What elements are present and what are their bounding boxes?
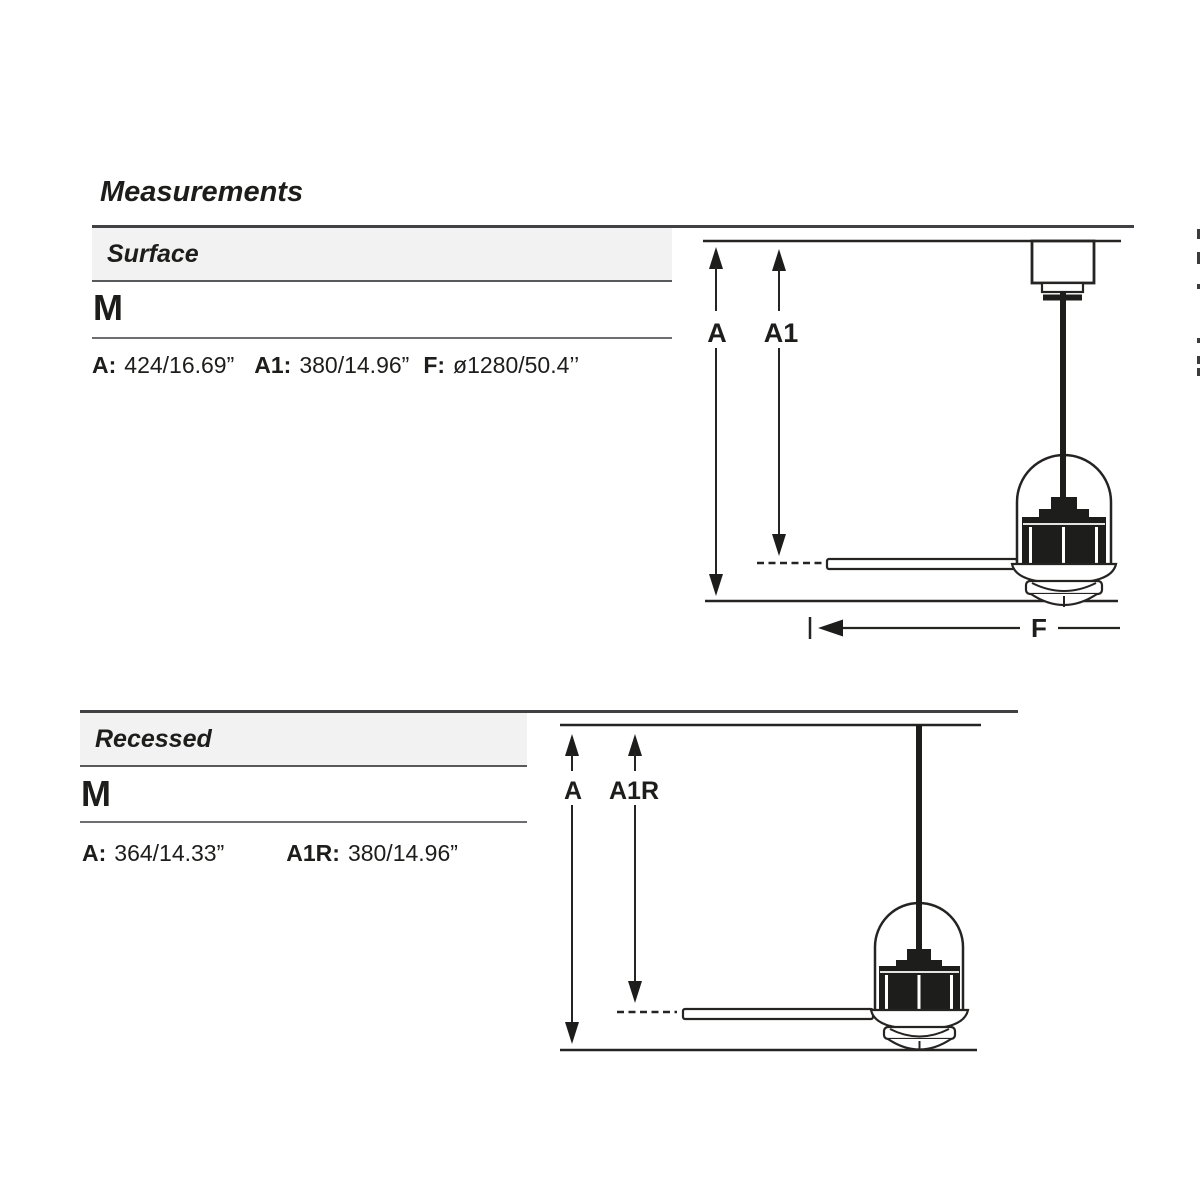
arrowhead-up-icon — [628, 734, 642, 756]
surface-header-label: Surface — [107, 239, 199, 268]
label-mask — [603, 771, 663, 805]
motor-fin — [917, 975, 921, 1010]
light-band — [1024, 579, 1104, 596]
motor-fin — [1029, 527, 1032, 564]
dimension-key: F: — [423, 352, 446, 378]
dim-label-a1r: A1R — [609, 777, 659, 805]
label-mask — [699, 311, 735, 348]
label-mask — [557, 771, 589, 805]
surface-dimensions: A: 424/16.69” A1: 380/14.96” F: ø1280/50.4’’ — [92, 352, 579, 379]
dim-label-a: A — [707, 318, 727, 348]
fan-assembly — [681, 725, 970, 1051]
page-edge-artifact — [1197, 284, 1200, 289]
arrowhead-up-icon — [772, 249, 786, 271]
arrowhead-down-icon — [565, 1022, 579, 1044]
dim-label-a1: A1 — [764, 318, 799, 348]
downrod — [916, 725, 922, 967]
dimension-key: A: — [82, 840, 107, 866]
fan-blade — [681, 1007, 875, 1021]
surface-model-rule — [92, 337, 672, 339]
ceiling-mount — [1030, 239, 1096, 301]
page-edge-artifact — [1197, 368, 1200, 376]
fan-assembly — [825, 291, 1118, 607]
surface-header-bar: Surface — [92, 228, 672, 280]
motor-fin — [1095, 527, 1098, 564]
arrowhead-down-icon — [709, 574, 723, 596]
fan-blade — [825, 557, 1019, 571]
surface-header-bottom-rule — [92, 280, 672, 282]
recessed-header-label: Recessed — [95, 724, 212, 753]
motor-cap-step — [1039, 509, 1089, 518]
dimension-key: A1R: — [286, 840, 340, 866]
motor-cap-step — [896, 960, 942, 968]
dim-arrow-a1 — [772, 249, 786, 556]
light-glass — [889, 1028, 950, 1038]
dimension-value: 380/14.96” — [299, 352, 410, 378]
dimension-key: A: — [92, 352, 117, 378]
mount-box — [1030, 239, 1096, 285]
surface-model-code: M — [93, 287, 123, 328]
recessed-dimensions: A: 364/14.33” A1R: 380/14.96” — [82, 840, 458, 867]
dim-f: F — [808, 613, 1120, 643]
recessed-model-rule — [80, 821, 527, 823]
surface-diagram: A A1 F — [699, 239, 1121, 643]
recessed-top-rule — [80, 710, 1018, 713]
page-edge-artifact — [1197, 338, 1200, 343]
recessed-header-bar: Recessed — [80, 713, 527, 765]
dim-label-a: A — [564, 777, 582, 805]
dim-label-f: F — [1031, 613, 1047, 643]
motor-fin — [1062, 527, 1065, 564]
recessed-header-bottom-rule — [80, 765, 527, 767]
dim-arrow-a — [709, 247, 723, 596]
recessed-model-code: M — [81, 773, 111, 814]
light-glass — [1031, 582, 1097, 592]
label-mask — [752, 311, 810, 348]
page-edge-artifact — [1197, 356, 1200, 364]
arrowhead-up-icon — [709, 247, 723, 269]
dimension-value: ø1280/50.4’’ — [453, 352, 580, 378]
dimension-key: A1: — [254, 352, 292, 378]
downrod — [1060, 291, 1066, 501]
page-title: Measurements — [100, 176, 304, 208]
arrowhead-up-icon — [565, 734, 579, 756]
motor-fin — [885, 975, 888, 1010]
arrowhead-left-icon — [818, 619, 843, 637]
page-edge-artifact — [1197, 229, 1200, 239]
mount-collar — [1040, 281, 1085, 294]
recessed-diagram: A A1R — [557, 723, 981, 1052]
page-edge-artifact — [1197, 252, 1200, 264]
surface-top-rule — [92, 225, 1134, 228]
dimension-value: 380/14.96” — [347, 840, 458, 866]
dimension-value: 424/16.69” — [124, 352, 235, 378]
motor-fin — [950, 975, 953, 1010]
arrowhead-down-icon — [772, 534, 786, 556]
arrowhead-down-icon — [628, 981, 642, 1003]
dimension-value: 364/14.33” — [114, 840, 225, 866]
